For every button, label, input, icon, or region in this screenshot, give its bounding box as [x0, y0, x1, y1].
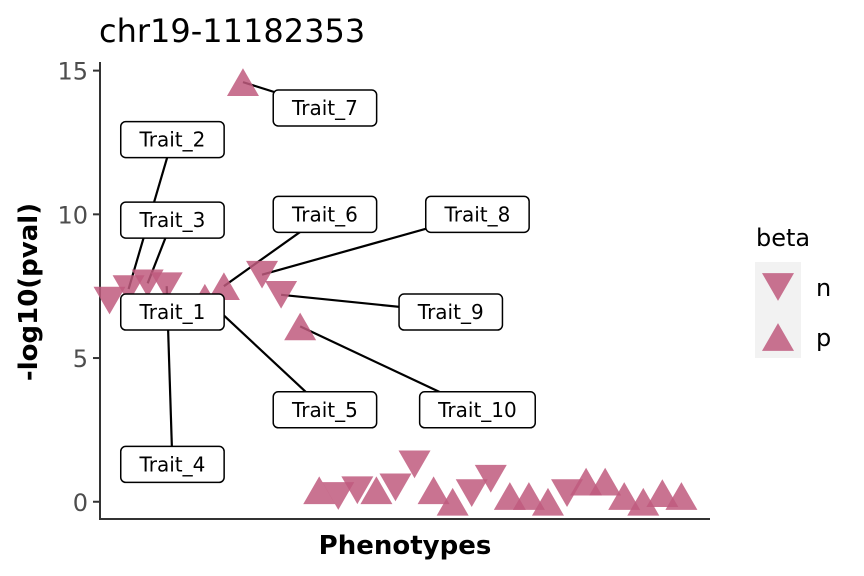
point-negative-beta	[150, 272, 183, 301]
trait-label-text: Trait_6	[291, 202, 358, 226]
trait-label: Trait_3	[119, 201, 225, 239]
trait-label-text: Trait_1	[138, 300, 205, 324]
trait-label: Trait_9	[398, 293, 504, 331]
trait-label-box	[119, 293, 225, 331]
trait-label-text: Trait_9	[417, 300, 484, 324]
legend-label-n: n	[816, 274, 831, 302]
trait-label-box	[272, 391, 378, 429]
point-positive-beta	[589, 467, 622, 496]
point-negative-beta	[112, 275, 145, 303]
point-negative-beta	[93, 286, 126, 315]
y-tick-label: 5	[73, 345, 88, 373]
point-negative-beta	[455, 479, 488, 507]
trait-label-text: Trait_8	[443, 202, 510, 226]
point-positive-beta	[417, 476, 450, 505]
trait-label: Trait_8	[424, 195, 530, 234]
point-positive-beta	[303, 476, 336, 505]
y-axis-title: -log10(pval)	[14, 203, 44, 381]
trait-label: Trait_10	[418, 391, 536, 429]
trait-label: Trait_2	[119, 120, 225, 159]
trait-label-box	[119, 445, 225, 484]
point-positive-beta	[207, 272, 240, 301]
point-positive-beta	[284, 312, 317, 341]
point-positive-beta	[646, 479, 679, 507]
y-tick-label: 0	[73, 489, 88, 517]
trait-label-box	[272, 195, 378, 234]
point-negative-beta	[379, 473, 412, 502]
point-positive-beta	[608, 482, 641, 510]
y-tick-label: 15	[57, 58, 88, 86]
trait-label-text: Trait_5	[291, 398, 358, 422]
point-negative-beta	[398, 450, 431, 479]
trait-label-text: Trait_4	[138, 452, 205, 476]
legend-key-p	[762, 323, 794, 351]
point-positive-beta	[665, 482, 698, 510]
point-positive-beta	[360, 476, 393, 505]
point-negative-beta	[265, 280, 298, 309]
trait-label-box	[424, 195, 530, 234]
trait-label-box	[272, 89, 378, 127]
trait-label-text: Trait_7	[291, 96, 358, 120]
point-negative-beta	[474, 464, 507, 493]
point-positive-beta	[627, 487, 660, 516]
legend: beta np	[755, 224, 831, 358]
trait-label-box	[418, 391, 536, 429]
trait-label: Trait_5	[272, 391, 378, 429]
point-negative-beta	[322, 482, 355, 510]
chart-title: chr19-11182353	[99, 12, 365, 50]
point-positive-beta	[436, 487, 469, 516]
legend-label-p: p	[816, 324, 831, 352]
trait-label-box	[119, 120, 225, 159]
trait-label: Trait_6	[272, 195, 378, 234]
trait-label-box	[398, 293, 504, 331]
point-negative-beta	[551, 479, 584, 507]
y-tick-label: 10	[57, 201, 88, 229]
point-negative-beta	[246, 260, 279, 289]
legend-title: beta	[756, 224, 810, 252]
trait-label-text: Trait_10	[437, 398, 517, 422]
trait-label-text: Trait_2	[138, 128, 205, 152]
x-axis-title: Phenotypes	[319, 531, 492, 561]
point-negative-beta	[341, 476, 374, 505]
trait-label: Trait_7	[272, 89, 378, 127]
legend-key-n	[762, 273, 794, 301]
trait-label: Trait_4	[119, 445, 225, 484]
point-positive-beta	[512, 482, 545, 510]
point-labels: Trait_2Trait_3Trait_1Trait_4Trait_6Trait…	[119, 89, 536, 484]
trait-label-text: Trait_3	[138, 208, 205, 232]
trait-label: Trait_1	[119, 293, 225, 331]
axes: 0 5 10 15	[57, 58, 710, 520]
trait-label-box	[119, 201, 225, 239]
point-positive-beta	[531, 487, 564, 516]
point-positive-beta	[226, 68, 259, 96]
